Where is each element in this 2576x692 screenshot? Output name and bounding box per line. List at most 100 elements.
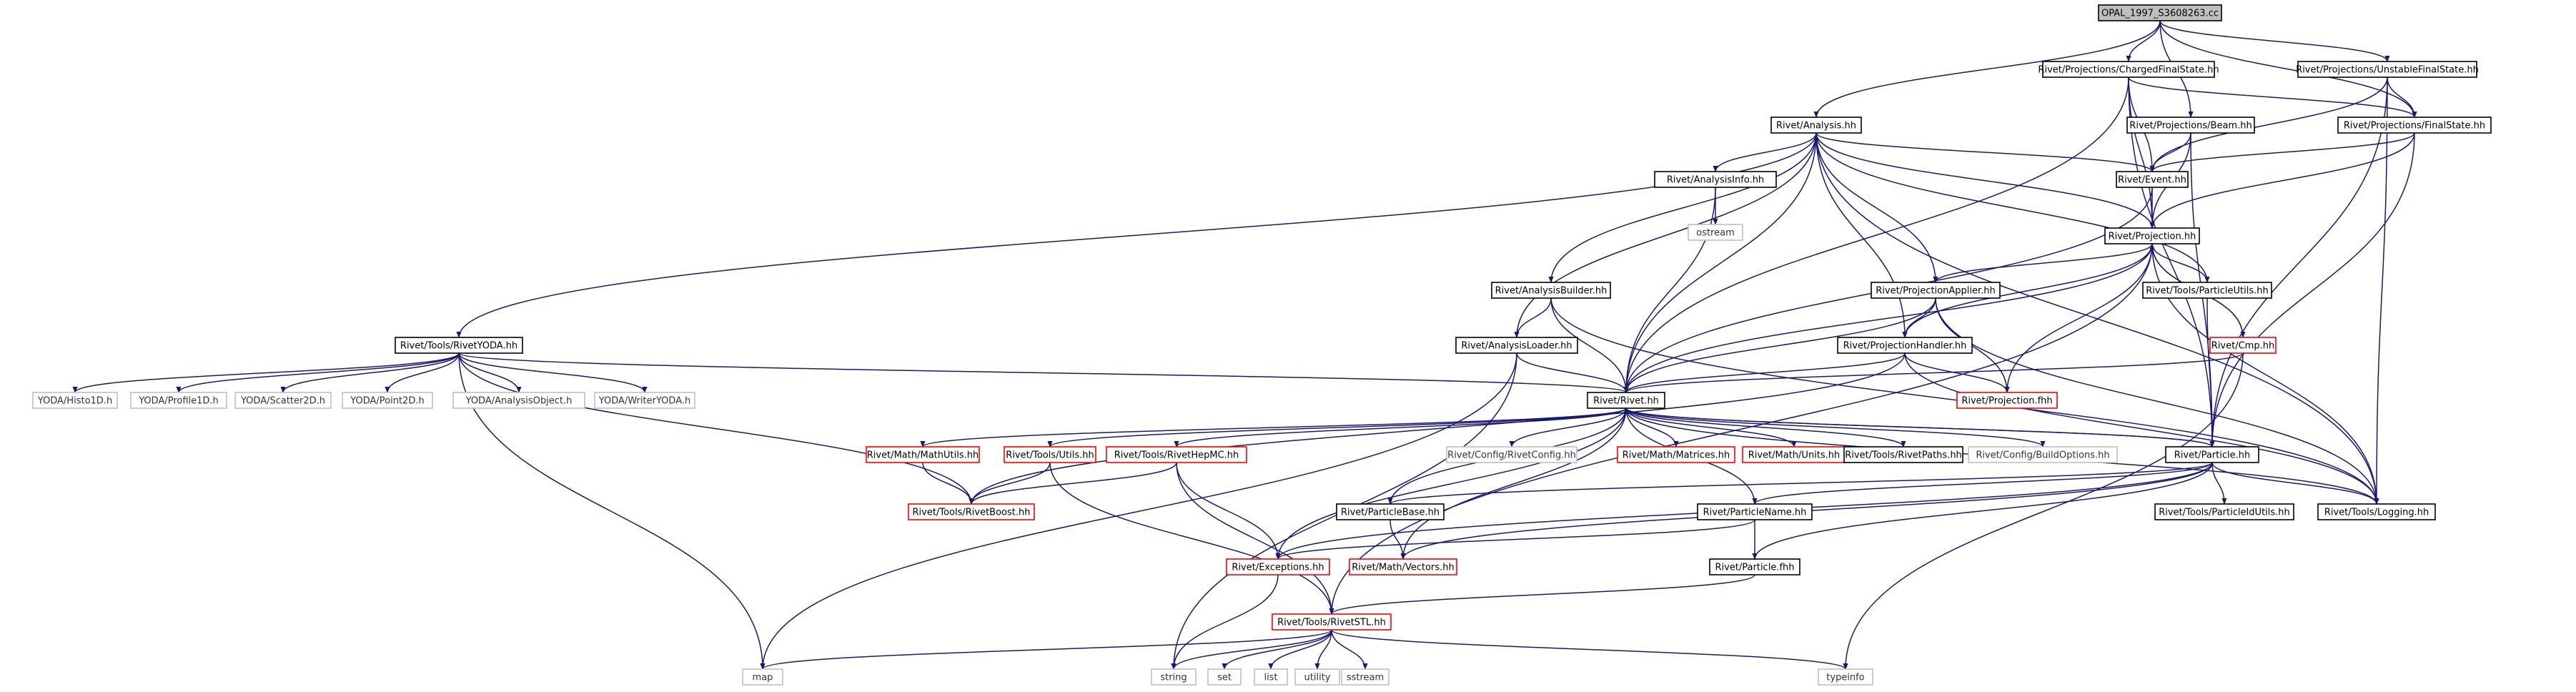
- node-box: [1106, 446, 1247, 463]
- edge-projection-to-rivet: [1623, 243, 2153, 393]
- node-typeinfo: typeinfo: [1818, 668, 1873, 686]
- node-label: YODA/Histo1D.h: [37, 396, 112, 407]
- node-label: Rivet/ProjectionHandler.hh: [1843, 341, 1967, 352]
- edge-stl-to-map: [760, 629, 1332, 670]
- node-rivet-tools-rivetyoda-hh[interactable]: Rivet/Tools/RivetYODA.hh: [395, 337, 523, 354]
- node-rivet-tools-rivetpaths-hh[interactable]: Rivet/Tools/RivetPaths.hh: [1843, 446, 1963, 463]
- node-label: Rivet/AnalysisLoader.hh: [1461, 341, 1572, 352]
- node-rivet-projections-chargedfinalstate-hh[interactable]: Rivet/Projections/ChargedFinalState.hh: [2038, 61, 2219, 78]
- node-rivet-projection-fhh[interactable]: Rivet/Projection.fhh: [1956, 392, 2058, 409]
- node-label: Rivet/AnalysisInfo.hh: [1667, 175, 1764, 186]
- edge-phandler-to-rivet: [1623, 352, 1906, 393]
- node-box: [342, 392, 433, 409]
- edge-papplier-to-phandler: [1902, 297, 1936, 338]
- edge-ufs-to-fs: [2387, 76, 2417, 118]
- node-label: Rivet/Projection.fhh: [1961, 396, 2052, 407]
- node-utility: utility: [1294, 668, 1340, 686]
- edge-stl-to-list: [1268, 629, 1332, 670]
- node-rivet-particlename-hh[interactable]: Rivet/ParticleName.hh: [1697, 503, 1813, 520]
- edge-tutils-to-stl: [1049, 462, 1334, 615]
- node-rivet-math-matrices-hh[interactable]: Rivet/Math/Matrices.hh: [1617, 446, 1735, 463]
- edge-abuilder-to-rivet: [1550, 297, 1629, 393]
- node-label: OPAL_1997_S3608263.cc: [2101, 9, 2219, 19]
- edge-ainfo-to-rivet: [1623, 187, 1716, 393]
- edge-stl-to-utility: [1314, 629, 1332, 670]
- node-label: Rivet/Tools/RivetYODA.hh: [400, 341, 517, 352]
- edge-phandler-to-pfhh: [1904, 352, 2010, 393]
- node-rivet-projections-beam-hh[interactable]: Rivet/Projections/Beam.hh: [2126, 117, 2255, 134]
- node-box: [2116, 171, 2189, 188]
- edge-particle-to-putils2: [2211, 462, 2227, 505]
- edge-root-to-chfs: [2126, 20, 2161, 62]
- node-rivet-config-buildoptions-hh: Rivet/Config/BuildOptions.hh: [1968, 446, 2118, 463]
- edge-rivet-to-matrices: [1625, 407, 1679, 448]
- edge-analysis-to-aloader: [1514, 132, 1817, 338]
- node-label: Rivet/ParticleBase.hh: [1341, 508, 1440, 518]
- node-box: [1254, 668, 1288, 686]
- node-box: [1336, 503, 1445, 520]
- node-label: Rivet/Math/Vectors.hh: [1352, 563, 1455, 573]
- edge-yoda-to-map: [458, 352, 766, 670]
- node-opal-1997-s3608263-cc[interactable]: OPAL_1997_S3608263.cc: [2098, 4, 2222, 21]
- node-rivet-exceptions-hh[interactable]: Rivet/Exceptions.hh: [1226, 558, 1330, 575]
- edge-particle-to-pfhh2: [1752, 462, 2213, 560]
- node-rivet-math-vectors-hh[interactable]: Rivet/Math/Vectors.hh: [1349, 558, 1457, 575]
- node-yoda-profile1d-h: YODA/Profile1D.h: [130, 392, 227, 409]
- node-rivet-analysisloader-hh[interactable]: Rivet/AnalysisLoader.hh: [1455, 337, 1578, 354]
- edge-hepmc-to-stl: [1176, 462, 1334, 615]
- edge-particle-to-pbase: [1387, 462, 2213, 505]
- node-rivet-config-rivetconfig-hh: Rivet/Config/RivetConfig.hh: [1446, 446, 1577, 463]
- node-rivet-analysis-hh[interactable]: Rivet/Analysis.hh: [1770, 117, 1862, 134]
- node-box: [1617, 446, 1735, 463]
- node-rivet-rivet-hh[interactable]: Rivet/Rivet.hh: [1587, 392, 1665, 409]
- node-rivet-tools-logging-hh[interactable]: Rivet/Tools/Logging.hh: [2317, 503, 2436, 520]
- node-set: set: [1207, 668, 1242, 686]
- edge-exceptions-to-string: [1171, 574, 1279, 670]
- edge-root-to-analysis: [1813, 20, 2161, 118]
- edge-analysis-to-ainfo: [1713, 132, 1817, 172]
- edge-rivet-to-hepmc: [1174, 407, 1627, 448]
- node-label: Rivet/Projection.hh: [2109, 232, 2196, 242]
- node-rivet-projectionhandler-hh[interactable]: Rivet/ProjectionHandler.hh: [1837, 337, 1973, 354]
- node-rivet-projections-unstablefinalstate-hh[interactable]: Rivet/Projections/UnstableFinalState.hh: [2296, 61, 2479, 78]
- edge-ufs-to-event: [2149, 76, 2388, 172]
- edge-root-to-fs: [2159, 20, 2417, 118]
- node-rivet-tools-rivethepmc-hh[interactable]: Rivet/Tools/RivetHepMC.hh: [1106, 446, 1247, 463]
- node-rivet-tools-particleidutils-hh[interactable]: Rivet/Tools/ParticleIdUtils.hh: [2154, 503, 2294, 520]
- node-label: Rivet/Tools/ParticleIdUtils.hh: [2159, 508, 2290, 518]
- edge-rivet-to-exceptions: [1275, 407, 1627, 560]
- node-label: map: [753, 673, 773, 683]
- node-label: Rivet/Rivet.hh: [1593, 396, 1659, 407]
- edge-rivet-to-cfgbuild: [1625, 407, 2046, 448]
- node-rivet-tools-particleutils-hh[interactable]: Rivet/Tools/ParticleUtils.hh: [2142, 282, 2272, 299]
- file-nodes: OPAL_1997_S3608263.ccRivet/Projections/C…: [32, 4, 2492, 686]
- node-label: Rivet/Tools/Logging.hh: [2324, 508, 2429, 518]
- edge-particle-to-rivet: [1623, 407, 2213, 448]
- node-box: [908, 503, 1035, 520]
- node-box: [2104, 227, 2200, 244]
- node-box: [1697, 503, 1813, 520]
- node-rivet-particle-hh[interactable]: Rivet/Particle.hh: [2165, 446, 2259, 463]
- node-rivet-particle-fhh[interactable]: Rivet/Particle.fhh: [1709, 558, 1800, 575]
- node-rivet-math-mathutils-hh[interactable]: Rivet/Math/MathUtils.hh: [866, 446, 980, 463]
- edge-yoda-to-rivet: [458, 352, 1629, 393]
- node-rivet-analysisinfo-hh[interactable]: Rivet/AnalysisInfo.hh: [1654, 171, 1777, 188]
- node-rivet-projection-hh[interactable]: Rivet/Projection.hh: [2104, 227, 2200, 244]
- node-label: Rivet/Event.hh: [2118, 175, 2186, 186]
- node-rivet-particlebase-hh[interactable]: Rivet/ParticleBase.hh: [1336, 503, 1445, 520]
- edge-analysis-to-abuilder: [1548, 132, 1817, 283]
- node-box: [2209, 337, 2277, 354]
- node-rivet-math-units-hh[interactable]: Rivet/Math/Units.hh: [1742, 446, 1846, 463]
- node-rivet-cmp-hh[interactable]: Rivet/Cmp.hh: [2209, 337, 2277, 354]
- node-rivet-tools-utils-hh[interactable]: Rivet/Tools/Utils.hh: [1004, 446, 1096, 463]
- node-label: Rivet/AnalysisBuilder.hh: [1495, 286, 1607, 297]
- node-rivet-event-hh[interactable]: Rivet/Event.hh: [2116, 171, 2189, 188]
- node-rivet-tools-rivetstl-hh[interactable]: Rivet/Tools/RivetSTL.hh: [1272, 613, 1392, 631]
- node-rivet-projections-finalstate-hh[interactable]: Rivet/Projections/FinalState.hh: [2337, 117, 2492, 134]
- node-rivet-analysisbuilder-hh[interactable]: Rivet/AnalysisBuilder.hh: [1491, 282, 1611, 299]
- node-rivet-projectionapplier-hh[interactable]: Rivet/ProjectionApplier.hh: [1871, 282, 2001, 299]
- node-rivet-tools-rivetboost-hh[interactable]: Rivet/Tools/RivetBoost.hh: [908, 503, 1035, 520]
- edge-analysis-to-phandler: [1815, 132, 1908, 338]
- node-box: [1455, 337, 1578, 354]
